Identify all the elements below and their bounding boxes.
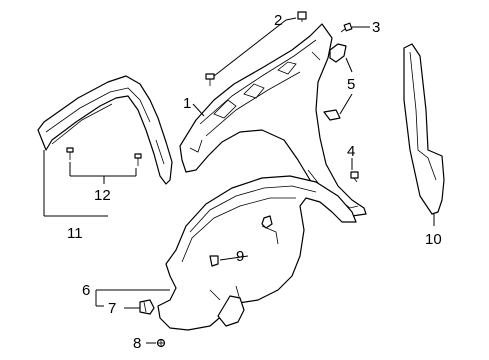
callout-12: 12 xyxy=(94,187,111,204)
callout-3: 3 xyxy=(372,19,380,36)
molding-screw-right xyxy=(134,153,142,166)
callout-labels: 1 2 3 4 5 6 7 8 9 10 11 12 xyxy=(67,12,442,352)
callout-8: 8 xyxy=(133,335,141,352)
screw-4 xyxy=(350,171,359,183)
bolt xyxy=(205,73,215,86)
leader-lines xyxy=(43,17,435,344)
callout-2: 2 xyxy=(274,12,282,29)
retainer-nut-2 xyxy=(209,255,219,267)
callout-5: 5 xyxy=(347,76,355,93)
callout-6: 6 xyxy=(82,282,90,299)
splash-shield xyxy=(403,43,445,215)
callout-7: 7 xyxy=(108,300,116,317)
wheel-opening-molding xyxy=(37,75,173,185)
retainer-clip xyxy=(139,299,155,315)
plug-upper xyxy=(329,43,347,63)
callout-4: 4 xyxy=(347,143,355,160)
bolt-2 xyxy=(297,11,307,22)
liner-screw xyxy=(156,338,166,348)
callout-10: 10 xyxy=(425,231,442,248)
fender-liner xyxy=(157,175,357,331)
plug-lower xyxy=(323,109,341,121)
retainer-nut xyxy=(261,215,273,229)
callout-11: 11 xyxy=(67,225,83,242)
molding-screw-left xyxy=(66,147,74,160)
callout-1: 1 xyxy=(183,95,191,112)
callout-9: 9 xyxy=(236,248,244,265)
screw xyxy=(340,22,353,33)
